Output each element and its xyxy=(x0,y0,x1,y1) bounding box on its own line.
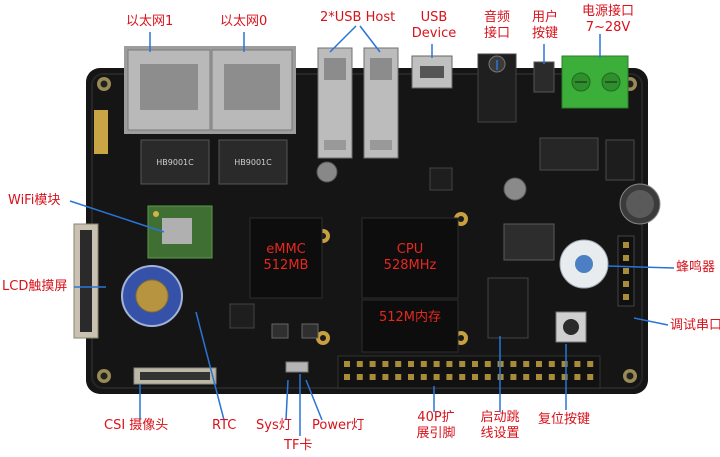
svg-text:HB9001C: HB9001C xyxy=(156,158,194,167)
label-rtc: RTC xyxy=(212,418,237,433)
label-eth0: 以太网0 xyxy=(220,14,268,29)
gpio-pin xyxy=(561,374,568,380)
gpio-pin xyxy=(574,361,581,367)
ram-chip-label: 512M内存 xyxy=(378,310,442,325)
gpio-pin xyxy=(382,361,389,367)
label-usb-host: 2*USB Host xyxy=(320,10,396,25)
label-wifi: WiFi模块 xyxy=(8,193,61,208)
label-sys-led: Sys灯 xyxy=(256,418,292,433)
label-boot-line1: 启动跳 xyxy=(480,410,520,425)
gpio-pin xyxy=(408,361,414,367)
label-reset-key: 复位按键 xyxy=(538,412,591,427)
label-audio: 音频 接口 xyxy=(476,10,518,42)
gpio-pin xyxy=(459,374,466,380)
boot-jumper xyxy=(487,277,529,339)
magnetics-0 xyxy=(218,139,288,185)
gpio-pin xyxy=(420,361,427,367)
label-usb-device: USB Device xyxy=(405,10,463,42)
gpio-pin xyxy=(484,361,491,367)
gpio-pin xyxy=(446,361,453,367)
gpio-pin xyxy=(523,374,530,380)
cpu-chip-label: CPU 528MHz xyxy=(362,242,458,274)
debug-pin xyxy=(623,255,629,261)
gpio-pin xyxy=(548,361,555,367)
svg-text:HB9001C: HB9001C xyxy=(234,158,272,167)
gpio-pin xyxy=(395,374,402,380)
label-gpio-line1: 40P扩 xyxy=(417,410,455,425)
emmc-chip-label: eMMC 512MB xyxy=(250,242,322,274)
gpio-pin xyxy=(484,374,491,380)
emmc-label-line2: 512MB xyxy=(263,258,309,273)
emmc-label-line1: eMMC xyxy=(266,242,306,257)
gpio-pin xyxy=(587,361,594,367)
label-lcd: LCD触摸屏 xyxy=(2,279,68,294)
gpio-pin xyxy=(459,361,466,367)
gpio-pin xyxy=(408,374,414,380)
gpio-pin xyxy=(510,361,517,367)
inductor xyxy=(503,223,555,261)
gpio-pin xyxy=(561,361,568,367)
debug-pin xyxy=(623,281,629,287)
gpio-pin xyxy=(420,374,427,380)
label-power-led: Power灯 xyxy=(312,418,365,433)
gpio-pin xyxy=(574,374,581,380)
emmc-chip xyxy=(249,217,323,299)
debug-pin xyxy=(623,242,629,248)
gpio-header-40p xyxy=(337,355,601,389)
cpu-label-line2: 528MHz xyxy=(383,258,437,273)
label-gpio-line2: 展引脚 xyxy=(416,426,456,441)
label-eth1: 以太网1 xyxy=(126,14,174,29)
cpu-chip xyxy=(361,217,459,299)
magnetics-1 xyxy=(140,139,210,185)
tf-card-slot xyxy=(285,361,309,373)
label-power-line1: 电源接口 xyxy=(581,4,634,19)
debug-pin xyxy=(623,268,629,274)
label-csi: CSI 摄像头 xyxy=(104,418,169,433)
gpio-pin xyxy=(472,374,478,380)
gpio-pin xyxy=(344,374,350,380)
label-audio-line1: 音频 xyxy=(483,10,510,25)
label-user-key: 用户 按键 xyxy=(524,10,566,42)
label-usb-device-line2: Device xyxy=(411,26,457,41)
gpio-pin xyxy=(433,361,440,367)
label-power-line2: 7~28V xyxy=(585,20,631,35)
label-tf-card: TF卡 xyxy=(284,438,313,453)
gpio-pin xyxy=(369,374,376,380)
label-usb-device-line1: USB xyxy=(420,10,448,25)
gpio-pin xyxy=(433,374,440,380)
gpio-pin xyxy=(510,374,517,380)
label-power: 电源接口 7~28V xyxy=(572,4,644,36)
label-user-key-line2: 按键 xyxy=(531,26,558,41)
label-boot-line2: 线设置 xyxy=(480,426,520,441)
ram-chip xyxy=(361,299,459,353)
gpio-pin xyxy=(395,361,402,367)
gpio-pin xyxy=(536,361,542,367)
gpio-pin xyxy=(446,374,453,380)
crystal xyxy=(94,110,108,154)
label-gpio: 40P扩 展引脚 xyxy=(412,410,460,442)
gpio-pin xyxy=(523,361,530,367)
label-audio-line2: 接口 xyxy=(483,26,510,41)
gpio-pin xyxy=(587,374,594,380)
debug-pin xyxy=(623,294,629,300)
gpio-pin xyxy=(369,361,376,367)
callout-lines xyxy=(69,25,675,436)
user-key xyxy=(533,61,555,93)
label-buzzer: 蜂鸣器 xyxy=(676,260,716,275)
label-user-key-line1: 用户 xyxy=(531,10,558,25)
gpio-pin xyxy=(356,361,363,367)
gpio-pin xyxy=(356,374,363,380)
label-boot: 启动跳 线设置 xyxy=(474,410,526,442)
gpio-pin xyxy=(536,374,542,380)
cpu-label-line1: CPU xyxy=(396,242,424,257)
gpio-pin xyxy=(472,361,478,367)
gpio-pin xyxy=(548,374,555,380)
label-debug-serial: 调试串口 xyxy=(670,318,720,333)
gpio-pin xyxy=(344,361,350,367)
gpio-pin xyxy=(382,374,389,380)
